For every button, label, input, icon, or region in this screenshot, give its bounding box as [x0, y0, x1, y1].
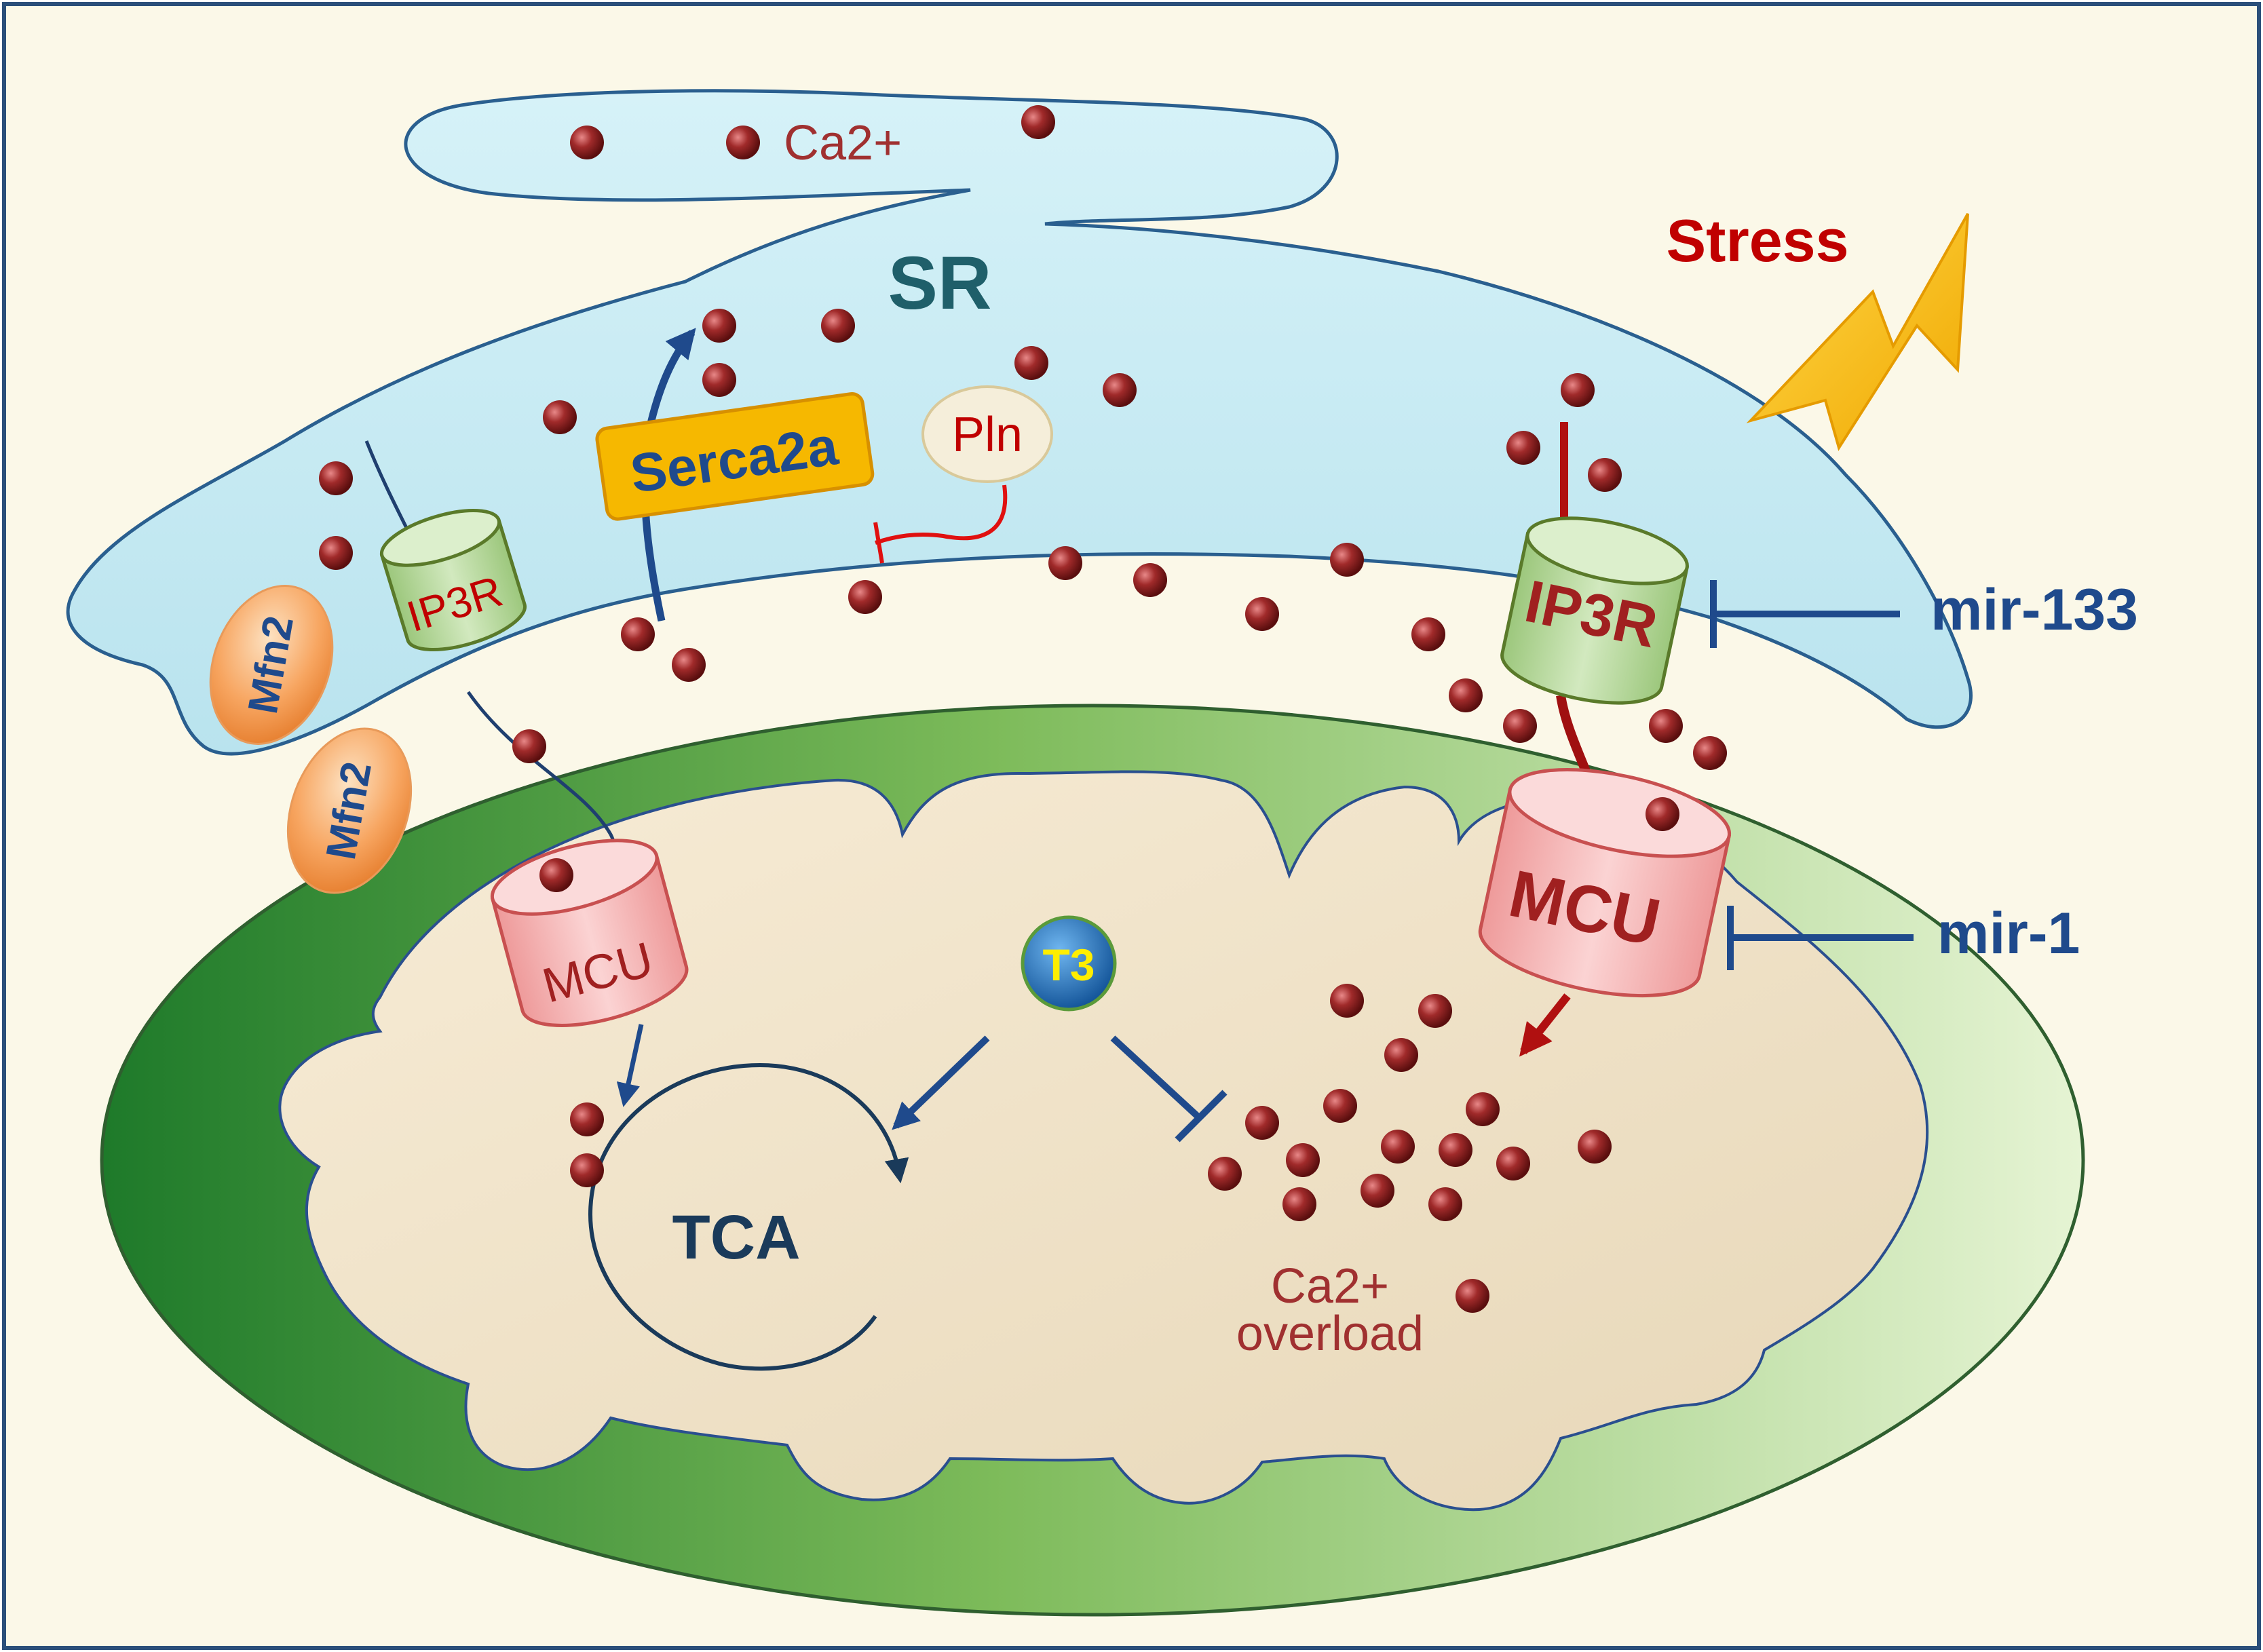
mcu-to-tca-arrow	[616, 1024, 644, 1107]
left-mcu-channel	[490, 839, 689, 1027]
calcium-ion	[539, 858, 573, 892]
calcium-ion	[1384, 1038, 1418, 1072]
calcium-ion	[1439, 1133, 1472, 1167]
calcium-ion	[1588, 458, 1622, 492]
t3-to-tca-arrow	[892, 1035, 990, 1130]
calcium-ion	[1411, 617, 1445, 651]
mir1-inhibition	[1727, 906, 1914, 970]
calcium-ion	[1286, 1143, 1320, 1177]
calcium-ion	[319, 461, 353, 495]
calcium-ion	[512, 729, 546, 763]
calcium-ion	[1245, 597, 1279, 631]
calcium-ion	[1048, 546, 1082, 580]
mfn2-protein-bottom: Mfn2	[286, 727, 413, 894]
calcium-ion	[543, 400, 577, 434]
calcium-ion	[726, 126, 760, 159]
calcium-ion	[570, 126, 604, 159]
mfn2-protein-top: Mfn2	[209, 585, 334, 745]
calcium-ion	[702, 309, 736, 343]
calcium-ion	[1503, 709, 1537, 743]
mir133-label: mir-133	[1931, 577, 2138, 642]
calcium-ion	[1103, 373, 1137, 407]
calcium-ion	[1381, 1130, 1415, 1164]
calcium-ion	[672, 648, 706, 682]
calcium-ion	[1449, 678, 1483, 712]
calcium-ion	[621, 617, 655, 651]
t3-inhibits-overload	[1110, 1035, 1228, 1142]
serca2a-pump	[595, 392, 875, 521]
tca-cycle-circle	[588, 1062, 909, 1371]
stress-lightning-icon	[1746, 213, 1969, 451]
sr-calcium-label: Ca2+	[784, 116, 902, 170]
mir1-label: mir-1	[1937, 901, 2080, 966]
calcium-ion	[1646, 797, 1679, 831]
calcium-ion	[1578, 1130, 1612, 1164]
overload-label-line2: overload	[1236, 1307, 1424, 1361]
calcium-ion	[848, 580, 882, 614]
calcium-ion	[1282, 1187, 1316, 1221]
tca-label: TCA	[672, 1203, 800, 1272]
calcium-ion	[1649, 709, 1683, 743]
calcium-ion	[1208, 1157, 1242, 1191]
calcium-ion	[1496, 1147, 1530, 1180]
calcium-ion	[570, 1153, 604, 1187]
calcium-ion	[1561, 373, 1595, 407]
pln-protein	[921, 385, 1053, 483]
left-ip3r-channel	[379, 508, 527, 652]
stress-label: Stress	[1666, 207, 1848, 274]
calcium-ion	[1245, 1106, 1279, 1140]
mir133-inhibition	[1710, 580, 1900, 648]
calcium-ion	[1506, 431, 1540, 465]
calcium-ion	[1323, 1089, 1357, 1123]
calcium-ion	[1021, 105, 1055, 139]
sr-label: SR	[888, 242, 992, 325]
calcium-ion	[702, 363, 736, 397]
calcium-ion	[1466, 1092, 1500, 1126]
calcium-ion	[1014, 346, 1048, 380]
calcium-ion	[570, 1102, 604, 1136]
calcium-ion	[1330, 984, 1364, 1018]
overload-label-line1: Ca2+	[1271, 1259, 1389, 1313]
calcium-ion	[1428, 1187, 1462, 1221]
calcium-ions	[319, 105, 1727, 1313]
pln-label: Pln	[952, 408, 1023, 462]
mcu-calcium-influx-arrow	[1519, 993, 1571, 1057]
calcium-ion	[821, 309, 855, 343]
t3-label: T3	[1042, 940, 1095, 990]
right-ip3r-channel	[1500, 516, 1690, 705]
calcium-ion	[1693, 736, 1727, 770]
calcium-ion	[1418, 994, 1452, 1028]
calcium-ion	[1330, 543, 1364, 577]
right-mcu-channel	[1478, 768, 1732, 998]
calcium-ion	[319, 536, 353, 570]
t3-hormone	[1021, 915, 1117, 1012]
pln-inhibition-line	[873, 484, 1008, 564]
calcium-ion	[1133, 563, 1167, 597]
calcium-ion	[1456, 1279, 1489, 1313]
calcium-ion	[1361, 1174, 1394, 1208]
